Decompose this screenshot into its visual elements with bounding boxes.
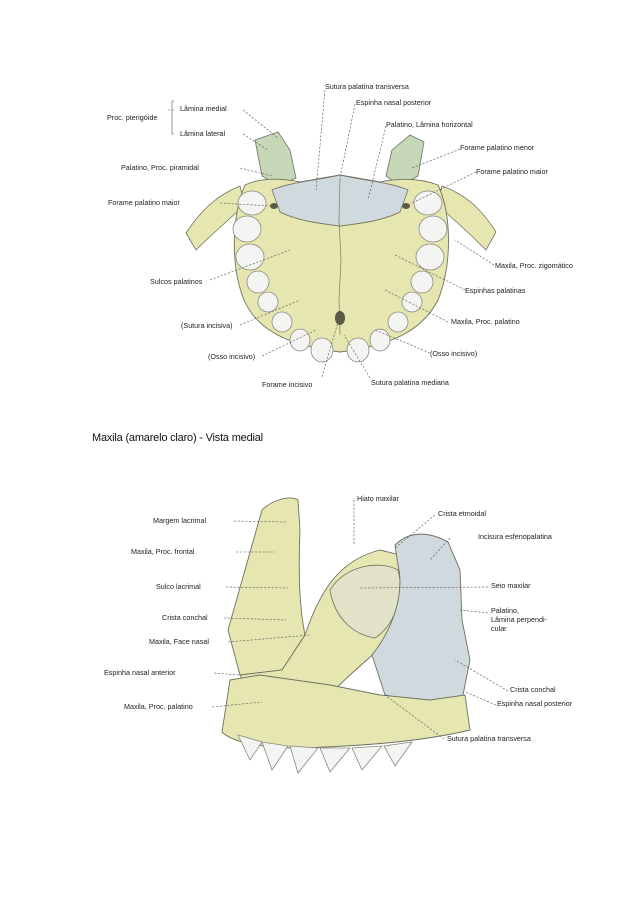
palate-illustration <box>168 89 497 379</box>
figure-maxilla-medial-view: Margem lacrimal Maxila, Proc. frontal Su… <box>0 470 638 790</box>
greater-palatine-foramen-right <box>402 203 410 209</box>
label-palatino-line3: cular <box>491 624 507 633</box>
label-maxila-proc-palatino-fig2: Maxila, Proc. palatino <box>124 702 193 711</box>
label-sulco-lacrimal: Sulco lacrimal <box>156 582 201 591</box>
leader-lines-figure2 <box>211 500 509 740</box>
label-forame-palatino-maior-right: Forame palatino maior <box>476 167 548 176</box>
label-osso-incisivo-left: (Osso incisivo) <box>208 352 256 361</box>
label-palatino-proc-piramidal: Palatino, Proc. piramidal <box>121 163 199 172</box>
label-lamina-lateral: Lâmina lateral <box>180 129 226 138</box>
label-hiato-maxilar: Hiato maxilar <box>357 494 399 503</box>
pterygoid-plates-right <box>385 134 425 187</box>
label-maxila-proc-zigomatico: Maxila, Proc. zigomático <box>495 261 573 270</box>
maxillary-teeth-medial <box>237 734 413 774</box>
label-palatino-line2: Lâmina perpendi- <box>491 615 547 624</box>
label-palatino-lamina-horizontal: Palatino, Lâmina horizontal <box>386 120 473 129</box>
label-seio-maxilar: Seio maxilar <box>491 581 531 590</box>
label-espinhas-palatinas: Espinhas palatinas <box>465 286 526 295</box>
transverse-palatine-suture <box>279 211 401 227</box>
label-sutura-palatina-transversa: Sutura palatina transversa <box>325 82 409 91</box>
label-crista-conchal-left: Crista conchal <box>162 613 208 622</box>
label-lamina-medial: Lâmina medial <box>180 104 227 113</box>
maxilla-palatal-body <box>233 174 449 353</box>
label-sutura-palatina-transversa-fig2: Sutura palatina transversa <box>447 734 531 743</box>
label-osso-incisivo-right: (Osso incisivo) <box>430 349 478 358</box>
label-proc-pterigoide: Proc. pterigóide <box>107 113 158 122</box>
label-maxila-proc-frontal: Maxila, Proc. frontal <box>131 547 195 556</box>
maxillary-teeth <box>232 190 448 363</box>
label-sulcos-palatinos: Sulcos palatinos <box>150 277 203 286</box>
label-espinha-nasal-posterior: Espinha nasal posterior <box>356 98 432 107</box>
greater-palatine-foramen-left <box>270 203 278 209</box>
label-sutura-incisiva: (Sutura incisiva) <box>181 321 233 330</box>
label-palatino-line1: Palatino, <box>491 606 519 615</box>
leader-lines-figure1 <box>168 89 495 379</box>
label-crista-etmoidal: Crista etmoidal <box>438 509 486 518</box>
label-forame-incisivo: Forame incisivo <box>262 380 313 389</box>
label-maxila-proc-palatino-fig1: Maxila, Proc. palatino <box>451 317 520 326</box>
label-crista-conchal-right: Crista conchal <box>510 685 556 694</box>
label-forame-palatino-menor: Forame palatino menor <box>460 143 535 152</box>
incisive-foramen <box>335 311 345 325</box>
maxilla-medial-illustration <box>211 497 509 774</box>
figure-caption: Maxila (amarelo claro) - Vista medial <box>92 432 263 444</box>
label-forame-palatino-maior-left: Forame palatino maior <box>108 198 180 207</box>
label-maxila-face-nasal: Maxila, Face nasal <box>149 637 209 646</box>
pterygoid-plates-left <box>254 131 297 187</box>
frontal-process <box>227 497 306 676</box>
label-espinha-nasal-posterior-fig2: Espinha nasal posterior <box>497 699 573 708</box>
label-margem-lacrimal: Margem lacrimal <box>153 516 207 525</box>
label-sutura-palatina-mediana: Sutura palatina mediana <box>371 378 449 387</box>
figure-palate-inferior-view: Proc. pterigóide Lâmina medial Lâmina la… <box>0 0 638 420</box>
label-espinha-nasal-anterior: Espinha nasal anterior <box>104 668 176 677</box>
label-incisura-esfenopalatina: Incisura esfenopalatina <box>478 532 552 541</box>
